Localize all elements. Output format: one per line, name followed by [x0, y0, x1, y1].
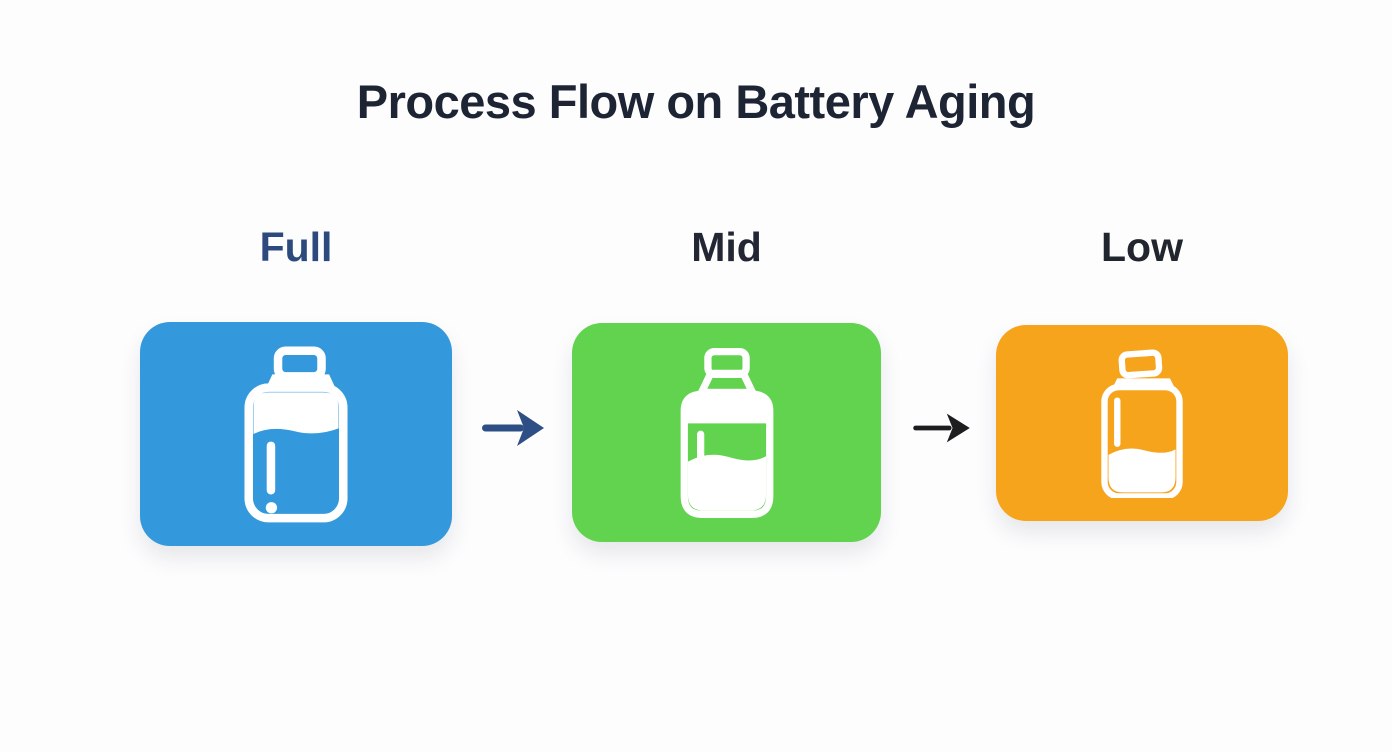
stage-card-low [996, 325, 1288, 521]
stage-label-low: Low [1101, 224, 1183, 270]
arrow-full-to-mid-icon [482, 410, 544, 446]
stage-card-full [140, 322, 452, 546]
bottle-half-icon [680, 347, 773, 518]
stage-label-mid: Mid [691, 224, 762, 270]
bottle-low-icon [1101, 349, 1183, 498]
arrow-mid-to-low-icon [913, 413, 970, 443]
stage-card-mid [572, 323, 881, 542]
page-title: Process Flow on Battery Aging [356, 75, 1036, 128]
stage-label-full: Full [259, 224, 333, 270]
bottle-full-icon [244, 346, 348, 523]
